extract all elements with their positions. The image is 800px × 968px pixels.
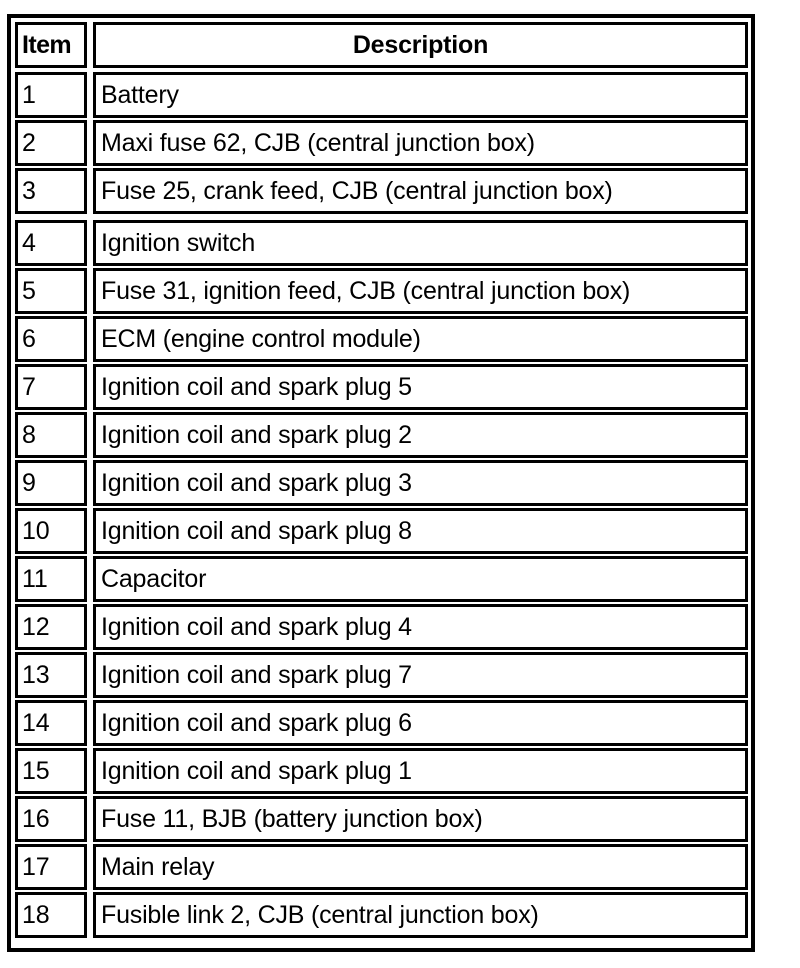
item-number-text: 15 — [22, 757, 50, 785]
cell-item-number: 11 — [15, 556, 87, 602]
cell-description: Fuse 31, ignition feed, CJB (central jun… — [93, 268, 748, 314]
cell-description: Maxi fuse 62, CJB (central junction box) — [93, 120, 748, 166]
cell-description: Battery — [93, 72, 748, 118]
cell-item-number: 18 — [15, 892, 87, 938]
table-body: 1 Battery 2 Maxi fuse 62, CJB (central junc… — [15, 72, 748, 938]
item-number-text: 14 — [22, 709, 50, 737]
item-number-text: 12 — [22, 613, 50, 641]
cell-description: Ignition coil and spark plug 3 — [93, 460, 748, 506]
item-number-text: 4 — [22, 229, 36, 257]
description-text: Battery — [101, 81, 179, 109]
description-text: Ignition coil and spark plug 7 — [101, 661, 412, 689]
table-row: 17 Main relay — [15, 844, 748, 890]
header-cell-item: Item — [15, 22, 87, 68]
table-row: 1 Battery — [15, 72, 748, 118]
description-text: Ignition coil and spark plug 6 — [101, 709, 412, 737]
component-legend-table: Item Description 1 Battery 2 Maxi fuse 62, … — [7, 14, 755, 952]
header-label-item: Item — [22, 31, 72, 59]
cell-description: Fuse 11, BJB (battery junction box) — [93, 796, 748, 842]
table-row: 11 Capacitor — [15, 556, 748, 602]
cell-item-number: 16 — [15, 796, 87, 842]
item-number-text: 10 — [22, 517, 50, 545]
cell-item-number: 12 — [15, 604, 87, 650]
cell-item-number: 6 — [15, 316, 87, 362]
table-row: 18 Fusible link 2, CJB (central junction … — [15, 892, 748, 938]
description-text: Fusible link 2, CJB (central junction bo… — [101, 901, 539, 929]
item-number-text: 11 — [22, 565, 48, 593]
cell-item-number: 8 — [15, 412, 87, 458]
cell-item-number: 13 — [15, 652, 87, 698]
cell-item-number: 3 — [15, 168, 87, 214]
item-number-text: 3 — [22, 177, 36, 205]
table-row: 9 Ignition coil and spark plug 3 — [15, 460, 748, 506]
item-number-text: 5 — [22, 277, 36, 305]
table-row: 5 Fuse 31, ignition feed, CJB (central ju… — [15, 268, 748, 314]
cell-description: Fusible link 2, CJB (central junction bo… — [93, 892, 748, 938]
description-text: Fuse 25, crank feed, CJB (central juncti… — [101, 177, 613, 205]
description-text: Fuse 31, ignition feed, CJB (central jun… — [101, 277, 631, 305]
cell-description: Ignition coil and spark plug 5 — [93, 364, 748, 410]
table-row: 6 ECM (engine control module) — [15, 316, 748, 362]
cell-description: Ignition coil and spark plug 2 — [93, 412, 748, 458]
cell-description: Capacitor — [93, 556, 748, 602]
cell-description: Ignition coil and spark plug 7 — [93, 652, 748, 698]
table-header-row: Item Description — [15, 22, 748, 68]
table-row: 16 Fuse 11, BJB (battery junction box) — [15, 796, 748, 842]
table-row: 7 Ignition coil and spark plug 5 — [15, 364, 748, 410]
cell-item-number: 4 — [15, 220, 87, 266]
table-row: 15 Ignition coil and spark plug 1 — [15, 748, 748, 794]
item-number-text: 7 — [22, 373, 36, 401]
description-text: ECM (engine control module) — [101, 325, 421, 353]
table-row: 13 Ignition coil and spark plug 7 — [15, 652, 748, 698]
description-text: Main relay — [101, 853, 215, 881]
item-number-text: 18 — [22, 901, 50, 929]
cell-description: Ignition switch — [93, 220, 748, 266]
description-text: Ignition coil and spark plug 8 — [101, 517, 412, 545]
table-row: 8 Ignition coil and spark plug 2 — [15, 412, 748, 458]
item-number-text: 8 — [22, 421, 36, 449]
table-row: 14 Ignition coil and spark plug 6 — [15, 700, 748, 746]
table-rows: Item Description 1 Battery 2 Maxi fuse 62, … — [15, 22, 748, 938]
cell-description: Main relay — [93, 844, 748, 890]
description-text: Ignition coil and spark plug 2 — [101, 421, 412, 449]
cell-item-number: 14 — [15, 700, 87, 746]
item-number-text: 16 — [22, 805, 50, 833]
item-number-text: 2 — [22, 129, 36, 157]
table-row: 3 Fuse 25, crank feed, CJB (central junct… — [15, 168, 748, 214]
cell-item-number: 5 — [15, 268, 87, 314]
cell-item-number: 2 — [15, 120, 87, 166]
description-text: Ignition coil and spark plug 5 — [101, 373, 412, 401]
table-row: 2 Maxi fuse 62, CJB (central junction box… — [15, 120, 748, 166]
cell-item-number: 1 — [15, 72, 87, 118]
description-text: Maxi fuse 62, CJB (central junction box) — [101, 129, 535, 157]
cell-description: Ignition coil and spark plug 6 — [93, 700, 748, 746]
header-cell-description: Description — [93, 22, 748, 68]
table-row: 4 Ignition switch — [15, 220, 748, 266]
description-text: Ignition switch — [101, 229, 256, 257]
table-row: 12 Ignition coil and spark plug 4 — [15, 604, 748, 650]
item-number-text: 9 — [22, 469, 36, 497]
description-text: Capacitor — [101, 565, 207, 593]
cell-description: ECM (engine control module) — [93, 316, 748, 362]
description-text: Fuse 11, BJB (battery junction box) — [101, 805, 483, 833]
cell-description: Ignition coil and spark plug 4 — [93, 604, 748, 650]
cell-item-number: 7 — [15, 364, 87, 410]
cell-item-number: 9 — [15, 460, 87, 506]
item-number-text: 17 — [22, 853, 50, 881]
description-text: Ignition coil and spark plug 3 — [101, 469, 412, 497]
table-row: 10 Ignition coil and spark plug 8 — [15, 508, 748, 554]
description-text: Ignition coil and spark plug 1 — [101, 757, 412, 785]
item-number-text: 1 — [22, 81, 36, 109]
cell-item-number: 10 — [15, 508, 87, 554]
cell-description: Fuse 25, crank feed, CJB (central juncti… — [93, 168, 748, 214]
header-label-description: Description — [352, 31, 489, 59]
cell-item-number: 17 — [15, 844, 87, 890]
item-number-text: 6 — [22, 325, 36, 353]
description-text: Ignition coil and spark plug 4 — [101, 613, 412, 641]
cell-description: Ignition coil and spark plug 1 — [93, 748, 748, 794]
cell-item-number: 15 — [15, 748, 87, 794]
item-number-text: 13 — [22, 661, 50, 689]
cell-description: Ignition coil and spark plug 8 — [93, 508, 748, 554]
